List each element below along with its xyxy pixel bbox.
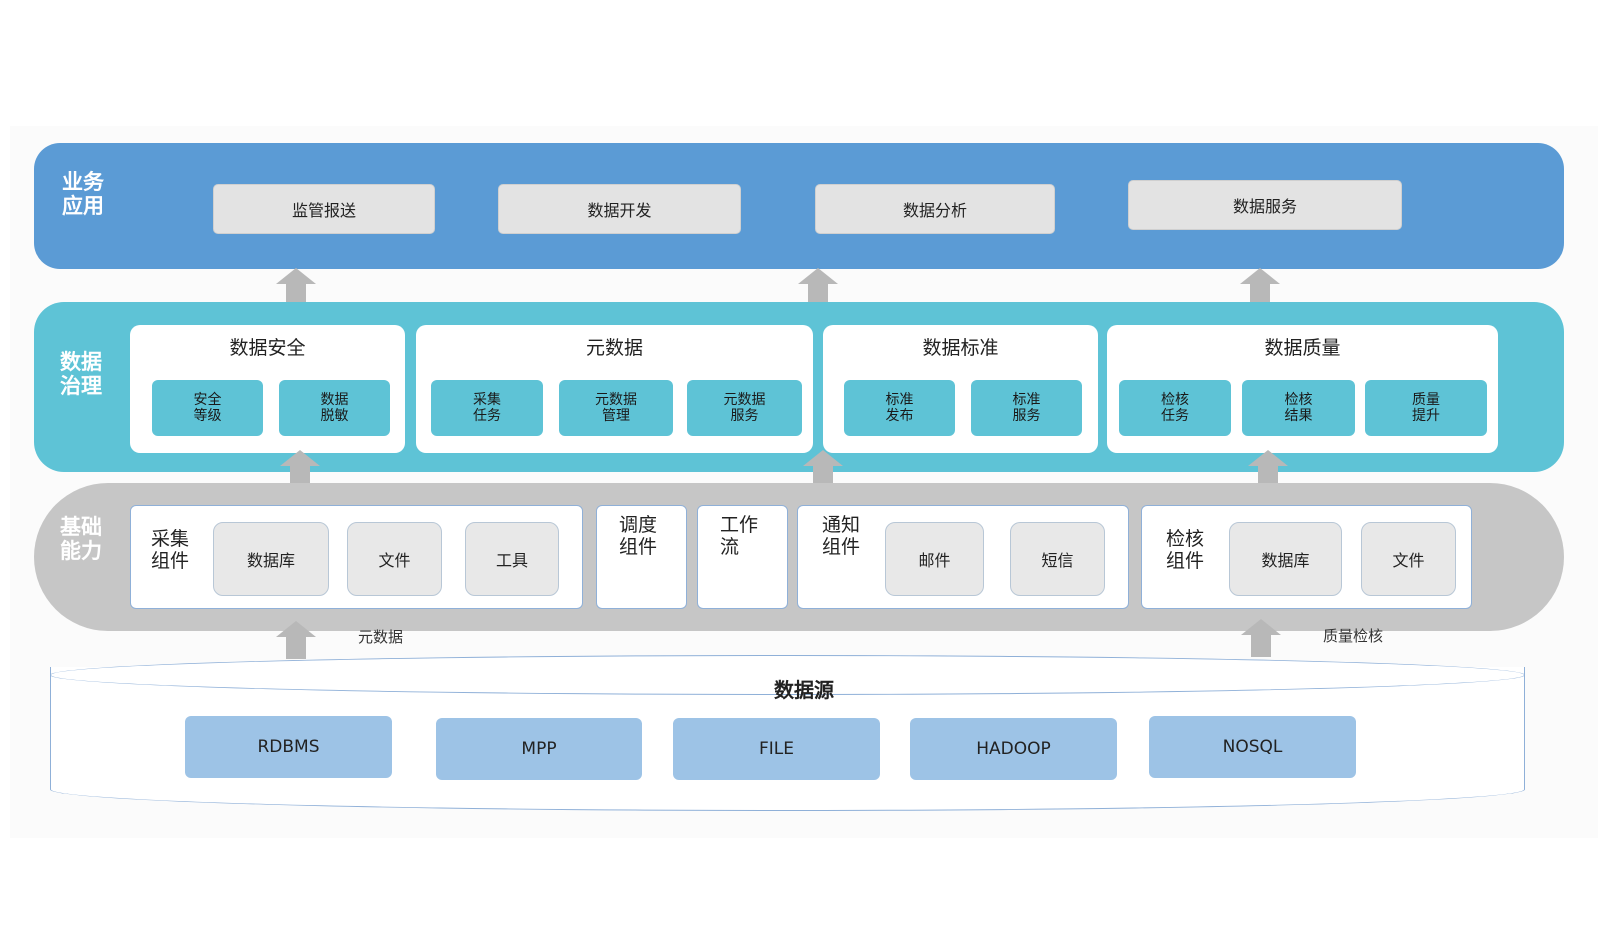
panel-metadata: 元数据 采集 任务 元数据 管理 元数据 服务 [416, 325, 813, 453]
chip-collect-task[interactable]: 采集 任务 [431, 380, 543, 436]
source-nosql[interactable]: NOSQL [1149, 716, 1356, 778]
chip-security-level[interactable]: 安全 等级 [152, 380, 263, 436]
arrow-up-icon [276, 621, 316, 659]
app-data-development[interactable]: 数据开发 [498, 184, 741, 234]
chip-notify-sms[interactable]: 短信 [1010, 522, 1105, 596]
chip-notify-email[interactable]: 邮件 [885, 522, 984, 596]
chip-standard-publish[interactable]: 标准 发布 [844, 380, 955, 436]
panel-label: 采集 组件 [151, 528, 190, 572]
source-file[interactable]: FILE [673, 718, 880, 780]
panel-label: 工作 流 [720, 514, 759, 558]
chip-data-masking[interactable]: 数据 脱敏 [279, 380, 390, 436]
chip-quality-improve[interactable]: 质量 提升 [1365, 380, 1487, 436]
source-hadoop[interactable]: HADOOP [910, 718, 1117, 780]
arrow-up-icon [1240, 268, 1280, 306]
chip-collect-database[interactable]: 数据库 [213, 522, 329, 596]
panel-label: 检核 组件 [1166, 528, 1205, 572]
arrow-up-icon [1248, 450, 1288, 488]
chip-check-file[interactable]: 文件 [1361, 522, 1456, 596]
panel-data-security: 数据安全 安全 等级 数据 脱敏 [130, 325, 405, 453]
panel-notify-component: 通知 组件 邮件 短信 [797, 505, 1129, 609]
panel-workflow: 工作 流 [697, 505, 788, 609]
source-mpp[interactable]: MPP [436, 718, 642, 780]
source-rdbms[interactable]: RDBMS [185, 716, 392, 778]
data-source-cylinder-top [50, 655, 1525, 695]
chip-collect-file[interactable]: 文件 [347, 522, 442, 596]
chip-metadata-service[interactable]: 元数据 服务 [687, 380, 802, 436]
panel-collect-component: 采集 组件 数据库 文件 工具 [130, 505, 583, 609]
panel-label: 调度 组件 [619, 514, 658, 558]
arrow-label-metadata: 元数据 [358, 628, 404, 646]
chip-standard-service[interactable]: 标准 服务 [971, 380, 1082, 436]
panel-title: 数据标准 [922, 337, 999, 359]
panel-title: 元数据 [585, 337, 643, 359]
arrow-up-icon [276, 268, 316, 306]
app-data-analysis[interactable]: 数据分析 [815, 184, 1055, 234]
foundation-layer-title: 基础 能力 [60, 515, 102, 563]
arrow-label-quality-check: 质量检核 [1323, 627, 1384, 645]
chip-check-database[interactable]: 数据库 [1229, 522, 1342, 596]
panel-title: 数据安全 [229, 337, 306, 359]
data-source-title: 数据源 [774, 678, 834, 702]
panel-schedule-component: 调度 组件 [596, 505, 687, 609]
chip-check-task[interactable]: 检核 任务 [1119, 380, 1231, 436]
arrow-up-icon [803, 450, 843, 488]
business-layer-title: 业务 应用 [62, 170, 104, 218]
chip-check-result[interactable]: 检核 结果 [1242, 380, 1355, 436]
app-regulatory-reporting[interactable]: 监管报送 [213, 184, 435, 234]
arrow-up-icon [798, 268, 838, 306]
panel-title: 数据质量 [1264, 337, 1341, 359]
panel-check-component: 检核 组件 数据库 文件 [1141, 505, 1472, 609]
arrow-up-icon [280, 450, 320, 488]
panel-data-quality: 数据质量 检核 任务 检核 结果 质量 提升 [1107, 325, 1498, 453]
arrow-up-icon [1241, 619, 1281, 657]
chip-metadata-management[interactable]: 元数据 管理 [559, 380, 673, 436]
panel-label: 通知 组件 [822, 514, 861, 558]
chip-collect-tool[interactable]: 工具 [465, 522, 559, 596]
panel-data-standard: 数据标准 标准 发布 标准 服务 [823, 325, 1098, 453]
app-data-service[interactable]: 数据服务 [1128, 180, 1402, 230]
governance-layer-title: 数据 治理 [60, 350, 102, 398]
